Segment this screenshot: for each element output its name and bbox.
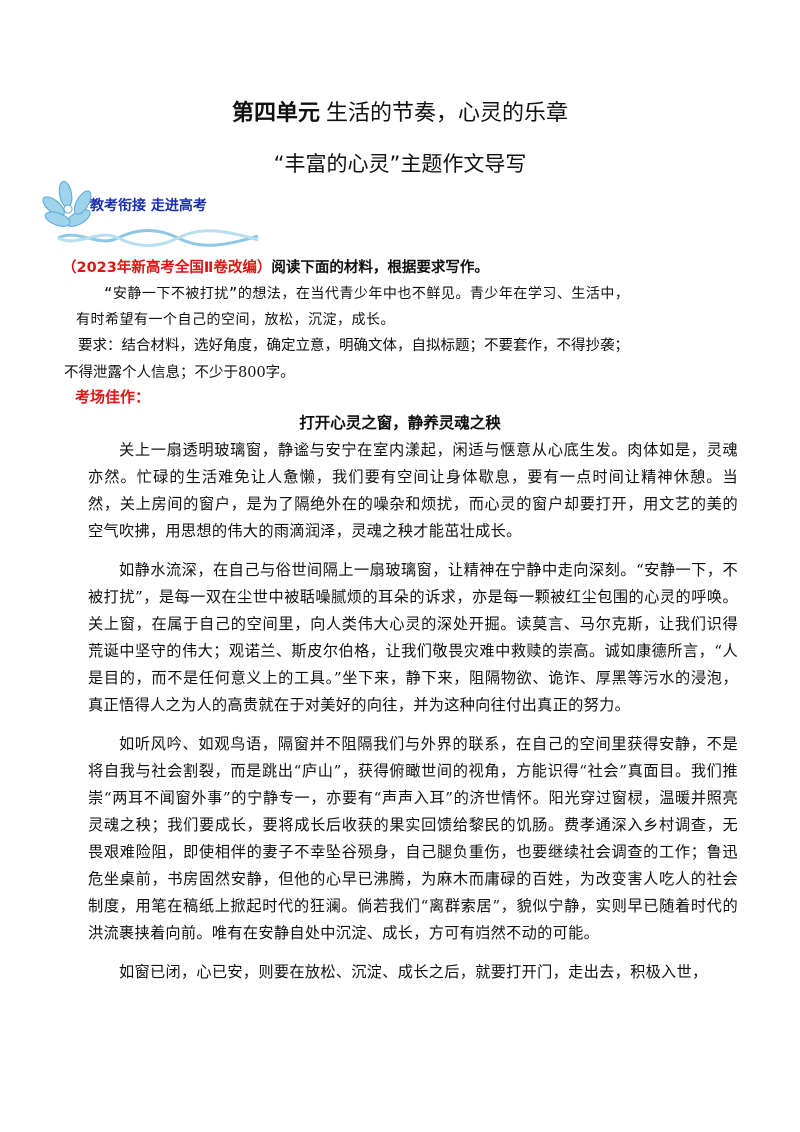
exam-source-tag: （2023年新高考全国Ⅱ卷改编） bbox=[62, 260, 272, 276]
prompt-source-line: （2023年新高考全国Ⅱ卷改编）阅读下面的材料，根据要求写作。 bbox=[62, 256, 489, 277]
material-line-1: “安静一下不被打扰”的想法，在当代青少年中也不鲜见。青少年在学习、生活中， bbox=[104, 286, 630, 302]
prompt-material: “安静一下不被打扰”的想法，在当代青少年中也不鲜见。青少年在学习、生活中， 有时… bbox=[76, 281, 730, 333]
essay-body: 关上一扇透明玻璃窗，静谧与安宁在室内漾起，闲适与惬意从心底生发。肉体如是，灵魂亦… bbox=[88, 437, 738, 998]
banner-heading: 教考衔接 走进高考 bbox=[90, 198, 207, 214]
prompt-requirements: 要求：结合材料，选好角度，确定立意，明确文体，自拟标题；不要套作，不得抄袭； 不… bbox=[64, 333, 758, 387]
unit-title: 第四单元生活的节奏，心灵的乐章 bbox=[0, 95, 800, 127]
requirement-line-1: 要求：结合材料，选好角度，确定立意，明确文体，自拟标题；不要套作，不得抄袭； bbox=[78, 338, 629, 354]
essay-paragraph: 如窗已闭，心已安，则要在放松、沉淀、成长之后，就要打开门，走出去，积极入世， bbox=[119, 963, 708, 981]
essay-paragraph: 如听风吟、如观鸟语，隔窗并不阻隔我们与外界的联系，在自己的空间里获得安静，不是将… bbox=[88, 735, 738, 942]
material-line-2: 有时希望有一个自己的空间，放松，沉淀，成长。 bbox=[76, 312, 395, 328]
section-label: 考场佳作： bbox=[75, 388, 151, 406]
flower-icon bbox=[42, 180, 259, 247]
prompt-instruction: 阅读下面的材料，根据要求写作。 bbox=[271, 260, 489, 276]
essay-title: 打开心灵之窗，静养灵魂之秧 bbox=[299, 414, 501, 432]
unit-label: 第四单元 bbox=[231, 101, 320, 126]
requirement-line-2: 不得泄露个人信息；不少于800字。 bbox=[64, 365, 295, 381]
unit-theme: 生活的节奏，心灵的乐章 bbox=[326, 101, 569, 126]
essay-paragraph: 如静水流深，在自己与俗世间隔上一扇玻璃窗，让精神在宁静中走向深刻。“安静一下，不… bbox=[88, 561, 738, 714]
page-subtitle: “丰富的心灵”主题作文导写 bbox=[273, 152, 527, 176]
essay-paragraph: 关上一扇透明玻璃窗，静谧与安宁在室内漾起，闲适与惬意从心底生发。肉体如是，灵魂亦… bbox=[88, 441, 738, 540]
